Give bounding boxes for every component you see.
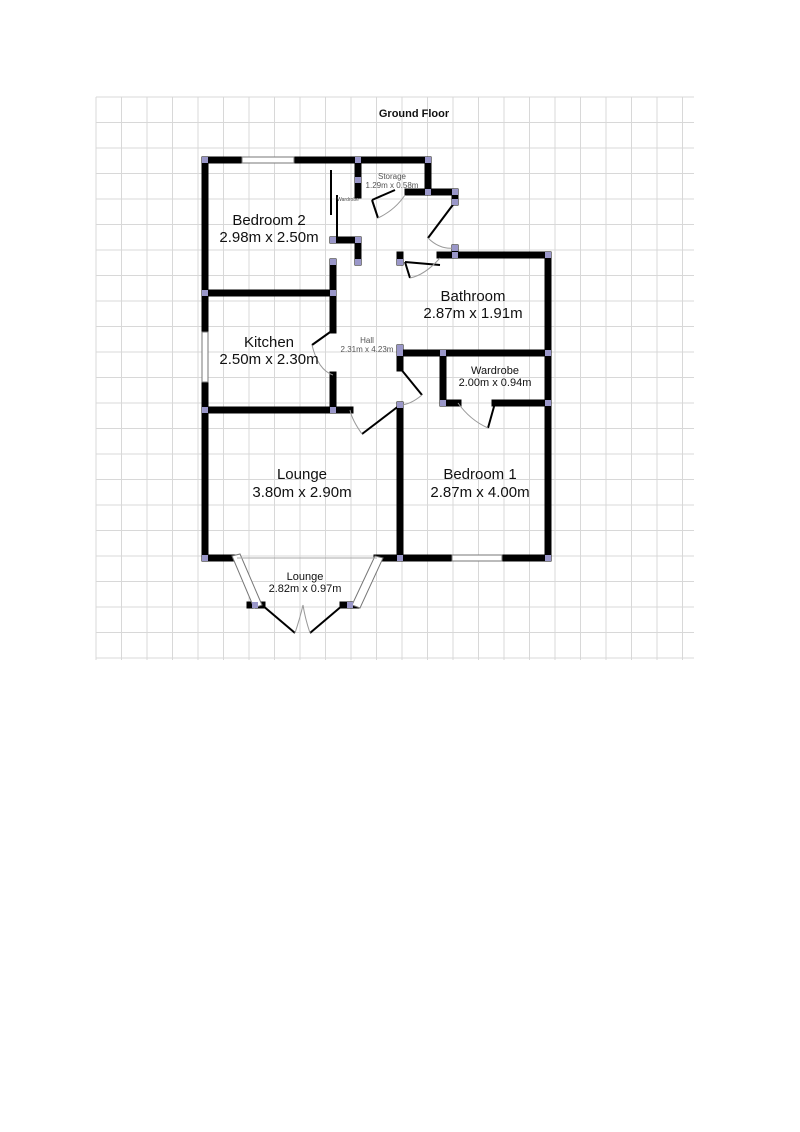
room-name: Bedroom 1 <box>443 466 516 483</box>
wall-node <box>202 555 208 561</box>
wall-node <box>330 407 336 413</box>
wall-node <box>440 350 446 356</box>
wall-node <box>202 157 208 163</box>
wall-node <box>347 602 353 608</box>
wall-node <box>425 157 431 163</box>
room-size: 2.31m x 4.23m <box>341 345 394 354</box>
wall-node <box>355 157 361 163</box>
wall-node <box>397 402 403 408</box>
room-name: Storage <box>378 172 407 181</box>
wall-node <box>397 350 403 356</box>
room-size: 2.87m x 4.00m <box>430 484 529 501</box>
grid <box>95 96 694 660</box>
wall-node <box>330 237 336 243</box>
door-swings <box>294 194 489 634</box>
wall-node <box>397 345 403 351</box>
wall-node <box>440 400 446 406</box>
room-labels: Bedroom 2 2.98m x 2.50m Storage 1.29m x … <box>219 172 531 595</box>
room-name: Wardrobe <box>337 197 359 203</box>
wall-node <box>452 245 458 251</box>
fixtures <box>261 170 496 634</box>
wall-nodes <box>202 157 551 608</box>
room-size: 2.00m x 0.94m <box>459 377 532 389</box>
wall-node <box>397 259 403 265</box>
wall-node <box>330 290 336 296</box>
wall-node <box>397 555 403 561</box>
wall-node <box>355 259 361 265</box>
windows <box>201 156 503 609</box>
room-name: Lounge <box>277 466 327 483</box>
wall-node <box>355 237 361 243</box>
wall-node <box>425 189 431 195</box>
wall-node <box>452 189 458 195</box>
wall-node <box>545 555 551 561</box>
room-size: 2.87m x 1.91m <box>423 305 522 322</box>
plan-title: Ground Floor <box>379 108 450 120</box>
room-name: Kitchen <box>244 334 294 351</box>
wall-node <box>452 252 458 258</box>
room-size: 3.80m x 2.90m <box>252 484 351 501</box>
wall-node <box>330 259 336 265</box>
room-size: 1.29m x 0.58m <box>366 181 419 190</box>
wall-node <box>545 350 551 356</box>
room-name: Lounge <box>287 571 324 583</box>
wall-node <box>452 199 458 205</box>
room-size: 2.50m x 2.30m <box>219 351 318 368</box>
wall-node <box>545 400 551 406</box>
room-name: Bedroom 2 <box>232 212 305 229</box>
wall-node <box>545 252 551 258</box>
wall-node <box>252 602 258 608</box>
room-name: Bathroom <box>440 288 505 305</box>
room-name: Wardrobe <box>471 365 519 377</box>
wall-node <box>355 177 361 183</box>
room-size: 2.98m x 2.50m <box>219 229 318 246</box>
room-name: Hall <box>360 336 374 345</box>
wall-node <box>202 290 208 296</box>
wall-node <box>202 407 208 413</box>
room-size: 2.82m x 0.97m <box>269 583 342 595</box>
